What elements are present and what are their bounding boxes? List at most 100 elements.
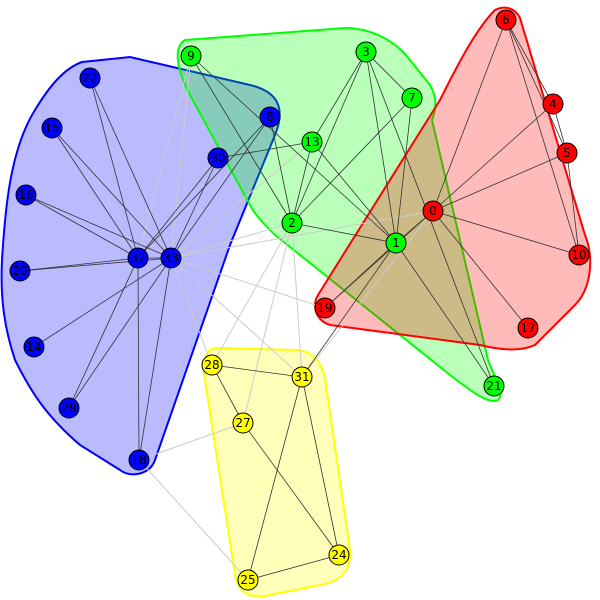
node-9[interactable]: 9 (180, 45, 202, 67)
community-hull-red (314, 6, 592, 351)
node-27[interactable]: 27 (232, 412, 254, 434)
edge-22-33 (89, 77, 172, 259)
node-13[interactable]: 13 (301, 131, 323, 153)
edge-15-32 (51, 127, 139, 259)
edge-29-33 (68, 257, 172, 409)
weak-edge-31-2 (291, 222, 303, 378)
node-label: 13 (304, 135, 319, 149)
node-4[interactable]: 4 (542, 93, 564, 115)
graph-edges (19, 19, 580, 581)
node-circle (385, 232, 407, 254)
node-7[interactable]: 7 (401, 87, 423, 109)
node-circle (207, 147, 229, 169)
node-label: 14 (26, 340, 41, 354)
node-circle (201, 354, 223, 376)
node-18[interactable]: 18 (128, 449, 150, 471)
node-label: 15 (44, 121, 59, 135)
node-circle (127, 247, 149, 269)
community-hull-yellow (203, 346, 352, 598)
node-16[interactable]: 16 (15, 184, 37, 206)
edge-3-2 (291, 51, 367, 224)
node-24[interactable]: 24 (328, 544, 350, 566)
edge-18-33 (138, 257, 172, 461)
node-0[interactable]: 0 (422, 200, 444, 222)
node-label: 16 (18, 188, 33, 202)
node-14[interactable]: 14 (23, 336, 45, 358)
node-29[interactable]: 29 (58, 397, 80, 419)
node-label: 5 (563, 146, 571, 160)
node-circle (355, 41, 377, 63)
edge-15-33 (51, 127, 172, 259)
edge-6-0 (432, 19, 507, 212)
node-circle (556, 142, 578, 164)
weak-edge-33-28 (170, 257, 213, 366)
edge-16-33 (25, 194, 172, 259)
node-label: 4 (549, 97, 557, 111)
node-label: 32 (130, 251, 145, 265)
weak-edge-33-19 (170, 257, 326, 309)
edge-25-24 (247, 554, 340, 581)
node-33[interactable]: 33 (160, 247, 182, 269)
edge-9-2 (190, 55, 293, 224)
weak-edge-33-2 (170, 222, 293, 259)
node-label: 33 (163, 251, 178, 265)
node-21[interactable]: 21 (483, 375, 505, 397)
node-circle (15, 184, 37, 206)
node-3[interactable]: 3 (355, 41, 377, 63)
node-20[interactable]: 20 (9, 260, 31, 282)
node-circle (79, 67, 101, 89)
node-label: 17 (520, 321, 535, 335)
edge-22-32 (89, 77, 139, 259)
node-label: 1 (392, 236, 400, 250)
node-30[interactable]: 30 (207, 147, 229, 169)
node-17[interactable]: 17 (517, 317, 539, 339)
node-circle (23, 336, 45, 358)
edge-7-2 (291, 97, 413, 224)
weak-edge-33-0 (170, 210, 434, 259)
node-19[interactable]: 19 (314, 297, 336, 319)
edge-8-2 (269, 116, 293, 224)
node-circle (542, 93, 564, 115)
node-circle (422, 200, 444, 222)
node-25[interactable]: 25 (237, 569, 259, 591)
node-circle (495, 9, 517, 31)
node-label: 21 (486, 379, 501, 393)
edge-4-0 (432, 103, 554, 212)
edge-28-31 (211, 364, 303, 378)
edge-16-32 (25, 194, 139, 259)
node-label: 27 (235, 416, 250, 430)
node-22[interactable]: 22 (79, 67, 101, 89)
node-32[interactable]: 32 (127, 247, 149, 269)
edge-27-24 (242, 422, 340, 556)
node-label: 6 (502, 13, 510, 27)
node-1[interactable]: 1 (385, 232, 407, 254)
node-circle (9, 260, 31, 282)
node-circle (237, 569, 259, 591)
edge-0-10b (432, 210, 580, 256)
node-label: 10 (571, 248, 586, 262)
node-circle (517, 317, 539, 339)
node-15[interactable]: 15 (41, 117, 63, 139)
node-6[interactable]: 6 (495, 9, 517, 31)
edge-28-27 (211, 364, 244, 424)
node-circle (568, 244, 590, 266)
edge-18-32 (137, 257, 140, 461)
node-8[interactable]: 8 (259, 106, 281, 128)
node-circle (160, 247, 182, 269)
edge-6-4 (505, 19, 554, 105)
node-label: 20 (12, 264, 27, 278)
edge-30-32 (137, 157, 219, 259)
node-10[interactable]: 10 (568, 244, 590, 266)
node-circle (401, 87, 423, 109)
community-hull-green (176, 26, 502, 402)
node-28[interactable]: 28 (201, 354, 223, 376)
edge-1-21 (395, 242, 495, 387)
node-label: 0 (429, 204, 437, 218)
node-circle (41, 117, 63, 139)
node-31[interactable]: 31 (291, 366, 313, 388)
node-label: 7 (408, 91, 416, 105)
node-5[interactable]: 5 (556, 142, 578, 164)
node-2[interactable]: 2 (281, 212, 303, 234)
edge-6-5 (505, 19, 568, 154)
